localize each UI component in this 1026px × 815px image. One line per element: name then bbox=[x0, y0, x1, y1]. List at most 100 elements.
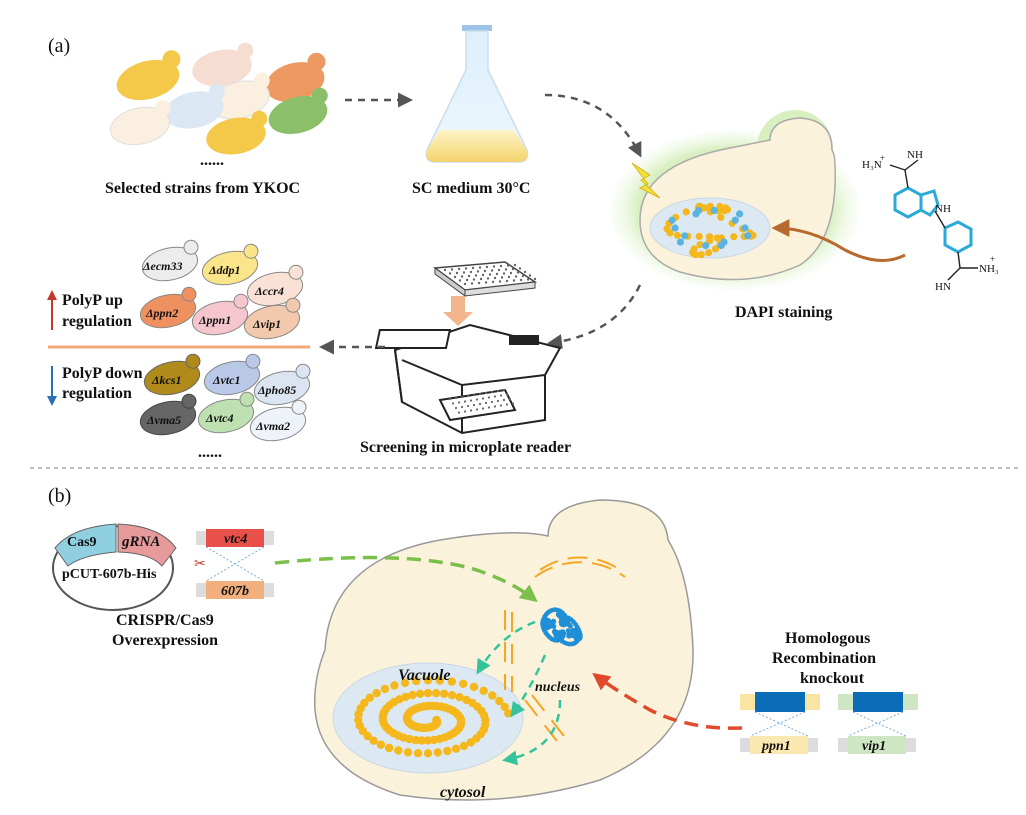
vacuole-label: Vacuole bbox=[398, 667, 450, 684]
polyp-dot bbox=[380, 684, 390, 694]
plate-well bbox=[502, 272, 506, 275]
plate-well bbox=[460, 275, 464, 278]
dapi-indole-nh: NH bbox=[935, 203, 951, 215]
reader-well bbox=[466, 404, 470, 408]
reader-well bbox=[505, 393, 509, 396]
polyp-dot bbox=[360, 698, 369, 708]
dapi-dot bbox=[710, 206, 718, 215]
plate-well bbox=[483, 269, 487, 273]
polyp-dot bbox=[721, 207, 729, 215]
strain-cell-ecm33 bbox=[141, 239, 199, 282]
ppn1-knockout-construct bbox=[740, 692, 820, 754]
reader-well bbox=[469, 409, 473, 412]
reader-well bbox=[508, 397, 512, 401]
strain-cell-pho85 bbox=[253, 363, 311, 406]
polyp-dot bbox=[696, 241, 704, 249]
arrow-dapi-into-cell bbox=[771, 219, 906, 262]
strain-cell-vtc4 bbox=[197, 391, 255, 434]
polyp-dot bbox=[413, 749, 423, 758]
strain-cell-vip1 bbox=[243, 297, 301, 340]
polyp-dot bbox=[455, 693, 464, 702]
polyp-dot bbox=[412, 676, 421, 686]
dapi-dot bbox=[744, 232, 752, 240]
gene-607b-label: 607b bbox=[221, 584, 249, 599]
arrow-medium-to-cell bbox=[544, 93, 642, 158]
plate-well bbox=[514, 275, 518, 278]
strain-label-vma2: Δvma2 bbox=[255, 419, 290, 433]
dapi-amine-top: H₃N bbox=[862, 159, 882, 171]
arrow-nucleus-to-vacuole-3 bbox=[502, 699, 562, 766]
reader-well bbox=[457, 401, 461, 404]
arrow-plate-into-reader bbox=[443, 296, 473, 326]
strain-label-kcs1: Δkcs1 bbox=[151, 373, 182, 387]
polyp-dot bbox=[376, 740, 386, 749]
polyp-dot bbox=[417, 736, 426, 745]
reader-well bbox=[511, 402, 515, 405]
yeast-cluster-icon bbox=[109, 42, 328, 155]
crispr-label-line1: CRISPR/Cas9 bbox=[116, 612, 214, 629]
polyp-dot bbox=[697, 251, 705, 259]
polyp-dot bbox=[403, 748, 413, 757]
polyp-dot bbox=[479, 686, 488, 695]
polyp-dot bbox=[682, 208, 690, 216]
reader-well bbox=[463, 400, 467, 403]
polyp-dot bbox=[705, 249, 713, 257]
plate-well bbox=[477, 281, 481, 285]
polyp-dot bbox=[401, 692, 410, 702]
plate-well bbox=[497, 268, 501, 272]
dapi-caption: DAPI staining bbox=[735, 304, 832, 321]
reader-well bbox=[460, 405, 464, 409]
arrow-overexpression-to-nucleus bbox=[274, 555, 538, 603]
dapi-stained-cell bbox=[610, 110, 860, 290]
dapi-imine-bottom: HN bbox=[935, 281, 951, 293]
plate-well bbox=[504, 268, 508, 271]
dapi-molecule-structure bbox=[889, 159, 978, 281]
strain-cell-vtc1 bbox=[203, 353, 261, 396]
reader-well bbox=[451, 402, 455, 405]
reader-well bbox=[460, 395, 464, 399]
plate-well bbox=[476, 270, 480, 273]
plate-well bbox=[479, 277, 483, 281]
gene-vip1-label: vip1 bbox=[862, 739, 886, 754]
plate-well bbox=[500, 276, 504, 279]
strain-cell-ccr4 bbox=[246, 264, 304, 307]
up-arrow-head-icon bbox=[47, 290, 57, 300]
reader-well bbox=[499, 404, 503, 407]
reader-well bbox=[493, 405, 497, 408]
dapi-dot bbox=[668, 216, 676, 224]
polyp-dot bbox=[429, 735, 439, 745]
plate-well bbox=[533, 277, 537, 281]
dapi-dot bbox=[717, 241, 725, 250]
strain-label-vma5: Δvma5 bbox=[146, 413, 181, 427]
dapi-amine-bottom: NH₃ bbox=[979, 263, 999, 275]
plasmid-grna-label: gRNA bbox=[121, 534, 160, 550]
dapi-dot bbox=[671, 224, 679, 232]
plate-well bbox=[523, 270, 527, 274]
medium-caption: SC medium 30°C bbox=[412, 180, 530, 197]
dapi-dot bbox=[736, 210, 744, 218]
dapi-dot bbox=[695, 206, 703, 215]
panel-a-label: (a) bbox=[48, 35, 70, 57]
polyp-dot bbox=[713, 234, 721, 242]
plate-well bbox=[512, 279, 516, 282]
strain-label-vtc4: Δvtc4 bbox=[205, 411, 234, 425]
polyp-dot bbox=[372, 688, 381, 698]
plate-well bbox=[521, 274, 525, 278]
dapi-dot bbox=[741, 224, 749, 232]
polyp-dot bbox=[394, 746, 403, 755]
vip1-knockout-construct bbox=[838, 692, 918, 754]
strain-label-vtc1: Δvtc1 bbox=[212, 373, 241, 387]
reader-well bbox=[481, 407, 485, 410]
plate-well bbox=[453, 275, 457, 279]
reader-well bbox=[487, 406, 491, 409]
strain-label-ddp1: Δddp1 bbox=[208, 263, 241, 277]
vacuole-polyp-dots bbox=[354, 676, 513, 758]
polyp-dot bbox=[459, 741, 469, 751]
reader-well bbox=[448, 397, 452, 401]
reader-well bbox=[472, 403, 476, 407]
reader-well bbox=[487, 396, 491, 399]
vtc4-607b-recombination bbox=[196, 529, 274, 599]
plate-well bbox=[509, 271, 513, 275]
polyp-dot bbox=[440, 689, 449, 698]
down-label-line2: regulation bbox=[62, 385, 132, 402]
